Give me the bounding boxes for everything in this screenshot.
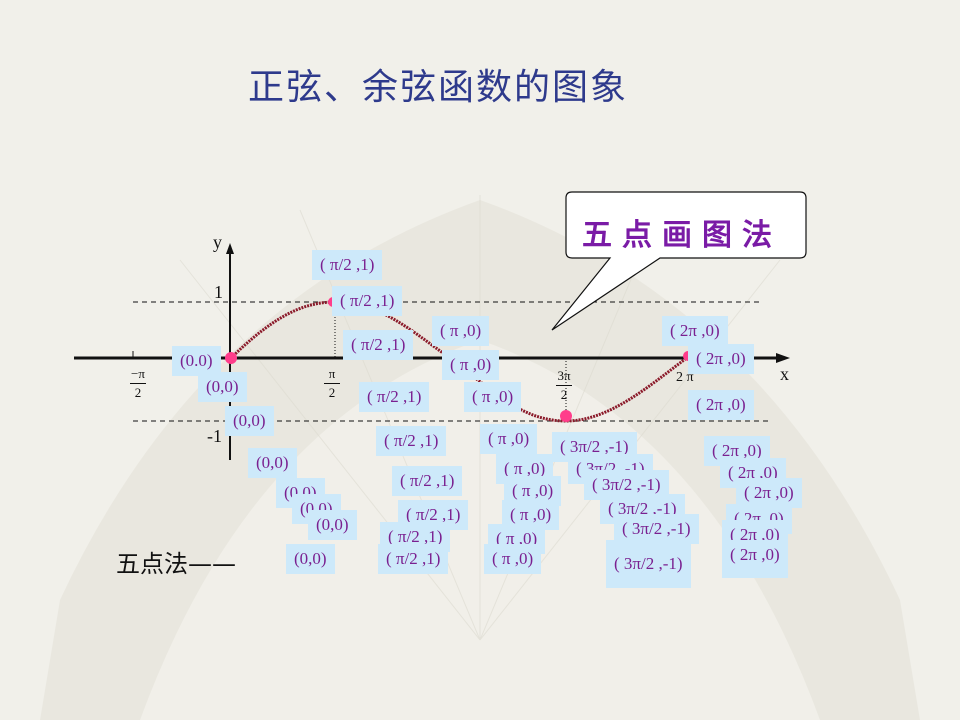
point-label-2: ( π ,0) xyxy=(442,350,500,380)
point-label-0: (0,0) xyxy=(286,544,335,574)
point-label-1: ( π/2 ,1) xyxy=(343,330,414,360)
y-tick-neg1: -1 xyxy=(207,426,222,446)
point-label-1: ( π/2 ,1) xyxy=(392,466,463,496)
point-label-2: ( π ,0) xyxy=(432,316,490,346)
point-label-2: ( π ,0) xyxy=(484,544,542,574)
point-label-1: ( π/2 ,1) xyxy=(332,286,403,316)
point-label-0: (0,0) xyxy=(248,448,297,478)
point-label-2: ( π ,0) xyxy=(464,382,522,412)
slide-title: 正弦、余弦函数的图象 xyxy=(248,67,629,108)
point-label-0: (0,0) xyxy=(198,372,247,402)
y-axis-label: y xyxy=(213,232,222,252)
x-axis-label: x xyxy=(780,364,789,384)
y-tick-1: 1 xyxy=(214,282,223,302)
point-label-1: ( π/2 ,1) xyxy=(359,382,430,412)
point-label-0: (0,0) xyxy=(308,510,357,540)
five-point-method-label: 五点法—— xyxy=(116,550,236,578)
point-label-1: ( π/2 ,1) xyxy=(376,426,447,456)
point-label-4: ( 2π ,0) xyxy=(688,344,754,374)
point-label-4: ( 2π ,0) xyxy=(722,540,788,578)
point-label-4: ( 2π ,0) xyxy=(662,316,728,346)
point-label-2: ( π ,0) xyxy=(480,424,538,454)
point-label-4: ( 2π ,0) xyxy=(736,478,802,508)
point-label-1: ( π/2 ,1) xyxy=(378,544,449,574)
point-label-0: (0,0) xyxy=(225,406,274,436)
point-label-3: ( 3π/2 ,-1) xyxy=(614,514,699,544)
point-label-3: ( 3π/2 ,-1) xyxy=(606,540,691,588)
point-label-0: (0.0) xyxy=(172,346,221,376)
point-label-4: ( 2π ,0) xyxy=(688,390,754,420)
point-label-1: ( π/2 ,1) xyxy=(312,250,383,280)
callout-five-point-method: 五点画图法 xyxy=(582,218,782,253)
